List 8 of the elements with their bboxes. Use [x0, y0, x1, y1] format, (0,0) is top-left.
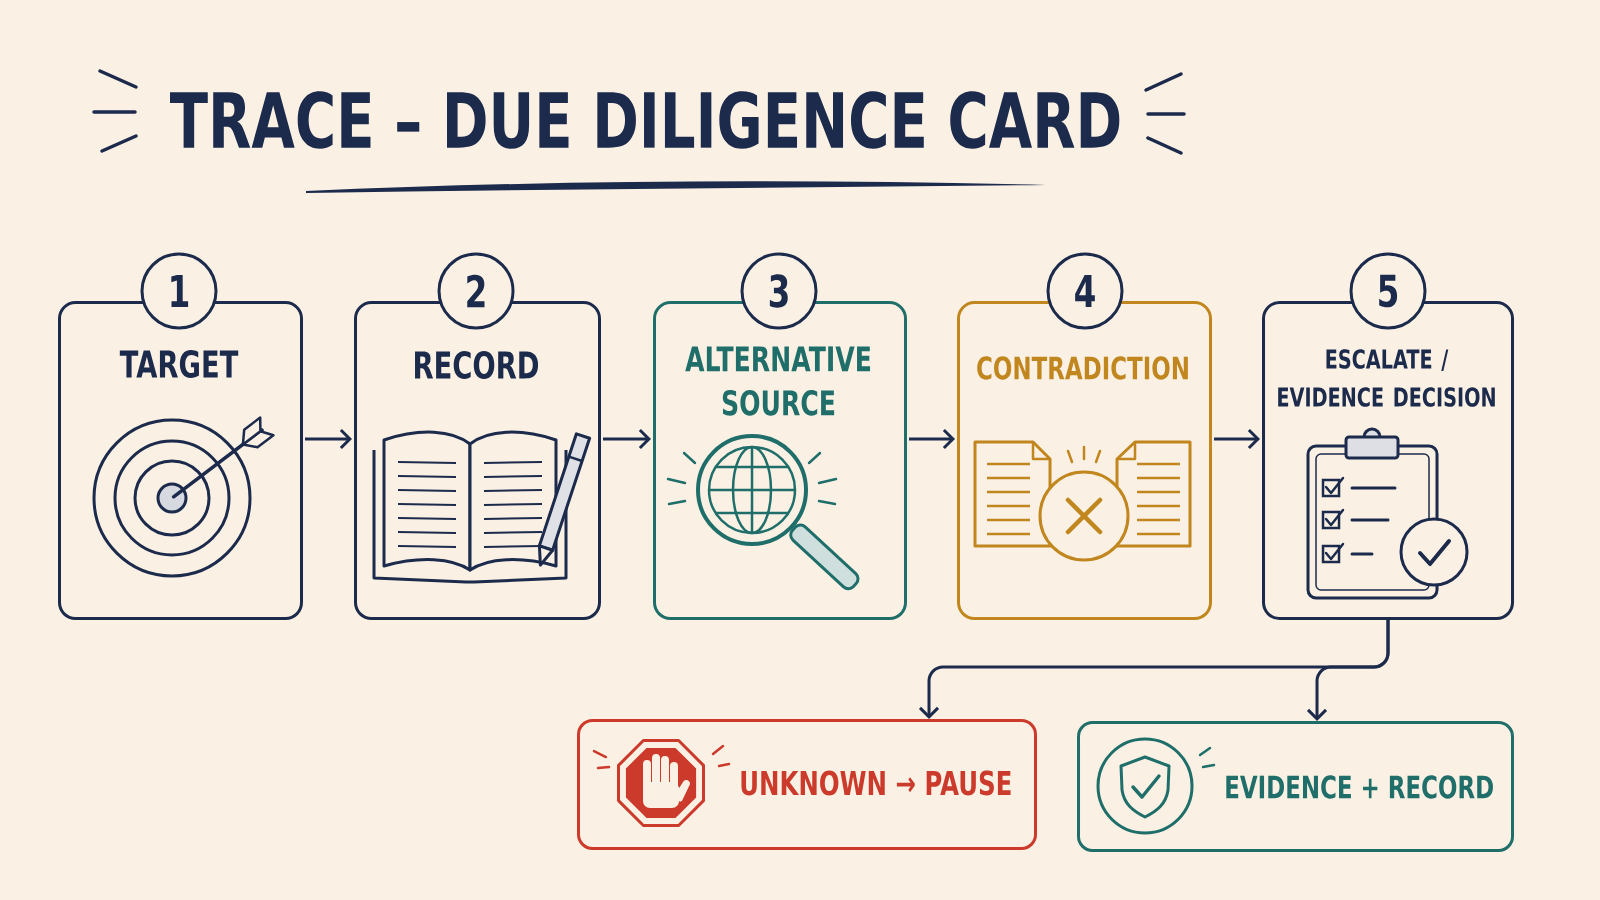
step-number: 4	[1046, 252, 1124, 330]
step-number: 2	[437, 252, 515, 330]
outcome-box: UNKNOWN → PAUSE	[577, 719, 1037, 850]
step-number: 3	[740, 252, 818, 330]
outcome-box: EVIDENCE + RECORD	[1077, 721, 1514, 852]
step-number: 5	[1349, 252, 1427, 330]
title: TRACE – DUE DILIGENCE CARD	[170, 91, 1120, 149]
step-number: 1	[140, 252, 218, 330]
